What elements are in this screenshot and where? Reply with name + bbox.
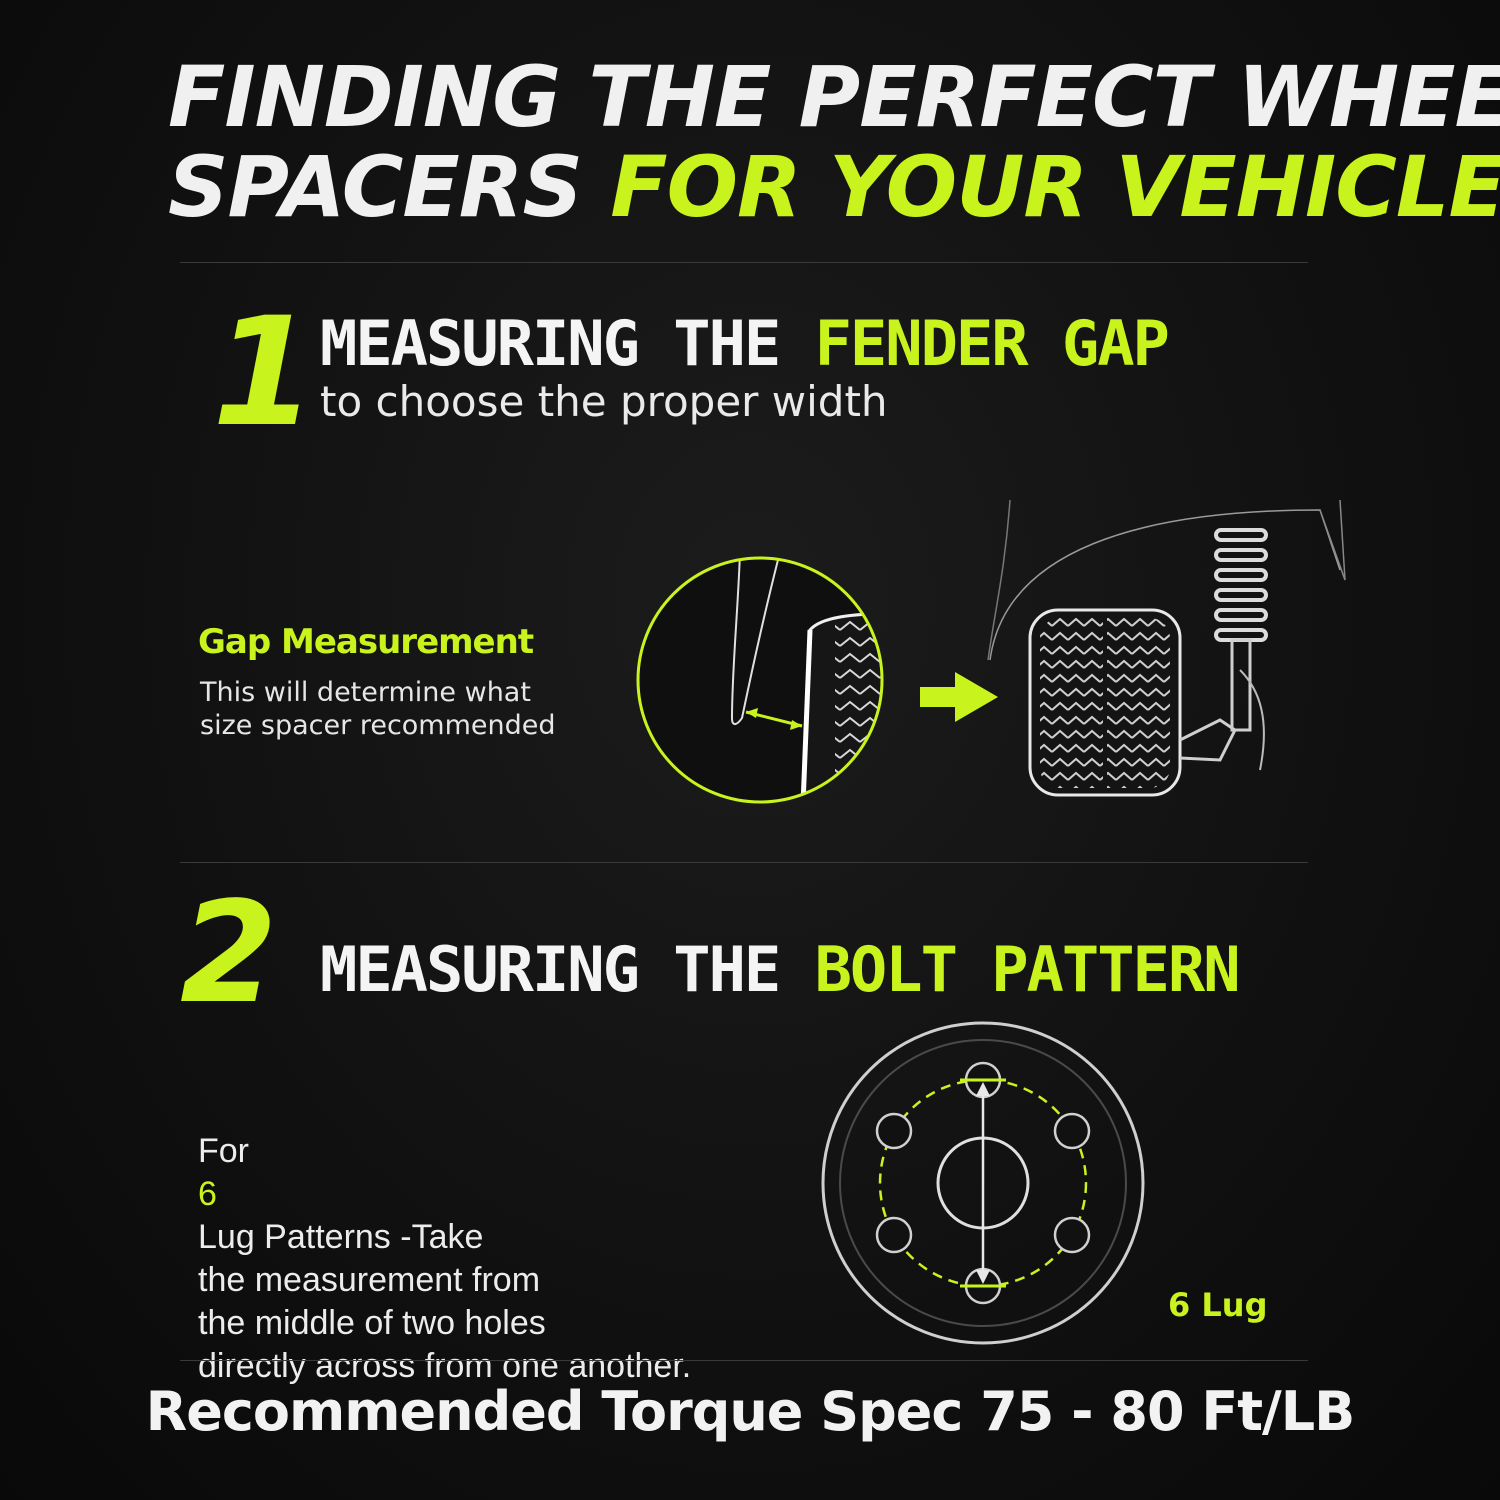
bolt-desc-line-1: For 6 Lug Patterns -Take — [198, 1130, 798, 1259]
torque-spec: Recommended Torque Spec 75 - 80 Ft/LB — [145, 1380, 1356, 1443]
title-line-1: FINDING THE PERFECT WHEEL — [168, 48, 1500, 146]
step-1-number: 1 — [212, 286, 317, 460]
step-1-heading: MEASURING THE FENDER GAP — [320, 307, 1170, 380]
wheel-assembly — [987, 499, 1346, 797]
bolt-desc-suffix: Lug Patterns -Take — [198, 1218, 484, 1256]
bolt-desc-line-3: the middle of two holes — [198, 1304, 546, 1342]
title-line-2: SPACERS FOR YOUR VEHICLE — [168, 142, 1500, 232]
gap-desc-line-1: This will determine what — [200, 677, 531, 708]
page-title: FINDING THE PERFECT WHEEL SPACERS FOR YO… — [168, 48, 1500, 232]
gap-desc-line-2: size spacer recommended — [200, 710, 556, 741]
bolt-desc-lug-count: 6 — [198, 1175, 217, 1213]
step-1-heading-accent: FENDER GAP — [814, 307, 1170, 380]
bolt-pattern-diagram — [821, 1021, 1145, 1345]
step-2-heading-accent: BOLT PATTERN — [814, 933, 1241, 1006]
title-line-2-accent: FOR YOUR VEHICLE — [610, 138, 1500, 236]
lug-count-label: 6 Lug — [1168, 1286, 1268, 1324]
divider-bottom — [180, 1360, 1308, 1361]
gap-measurement-title: Gap Measurement — [198, 622, 534, 662]
step-2-number: 2 — [180, 872, 278, 1035]
step-2-heading: MEASURING THE BOLT PATTERN — [320, 933, 1241, 1006]
zoom-circle — [636, 556, 884, 804]
arrow-right-icon — [920, 672, 998, 722]
bolt-desc-line-2: the measurement from — [198, 1261, 541, 1299]
step-1-subheading: to choose the proper width — [320, 377, 888, 426]
divider-middle — [180, 862, 1308, 863]
title-line-2-white: SPACERS — [168, 138, 583, 236]
bolt-pattern-description: For 6 Lug Patterns -Take the measurement… — [198, 1130, 798, 1388]
fender-gap-illustration — [636, 499, 1346, 804]
gap-measurement-description: This will determine what size spacer rec… — [200, 676, 620, 742]
divider-top — [180, 262, 1308, 263]
step-1-heading-white: MEASURING THE — [320, 307, 781, 380]
bolt-desc-line-4: directly across from one another. — [198, 1347, 692, 1385]
step-2-heading-white: MEASURING THE — [320, 933, 781, 1006]
bolt-desc-prefix: For — [198, 1132, 249, 1170]
